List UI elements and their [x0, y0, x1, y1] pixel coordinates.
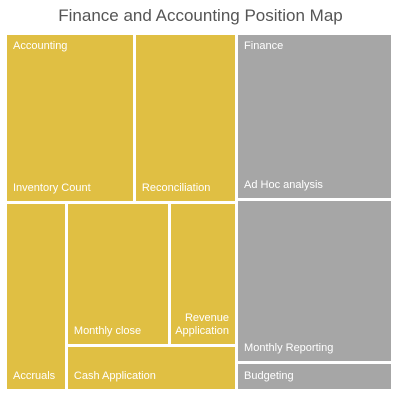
- tile-label: Ad Hoc analysis: [244, 178, 323, 191]
- tile-monthly-close: Monthly close: [67, 203, 168, 345]
- tile-ad-hoc-analysis: Ad Hoc analysis: [238, 35, 391, 198]
- tile-accruals: Accruals: [7, 203, 65, 389]
- group-label-accounting: Accounting: [13, 40, 68, 52]
- tile-label: Revenue Application: [175, 312, 230, 338]
- tile-label: Accruals: [13, 369, 56, 382]
- tile-revenue-application: Revenue Application: [170, 203, 236, 345]
- tile-label: Cash Application: [73, 369, 156, 382]
- tile-inventory-count: Inventory Count: [7, 35, 133, 201]
- chart-title: Finance and Accounting Position Map: [58, 6, 343, 25]
- tile-label: Budgeting: [244, 369, 294, 382]
- tile-budgeting: Budgeting: [238, 363, 391, 389]
- tile-label: Monthly close: [73, 325, 142, 338]
- tile-cash-application: Cash Application: [67, 347, 236, 389]
- tile-label: Monthly Reporting: [244, 341, 334, 354]
- group-label-finance: Finance: [244, 40, 284, 52]
- tile-label: Inventory Count: [13, 181, 91, 194]
- tile-label: Reconciliation: [141, 181, 211, 194]
- tile-monthly-reporting: Monthly Reporting: [238, 200, 391, 361]
- tile-reconciliation: Reconciliation: [135, 35, 236, 201]
